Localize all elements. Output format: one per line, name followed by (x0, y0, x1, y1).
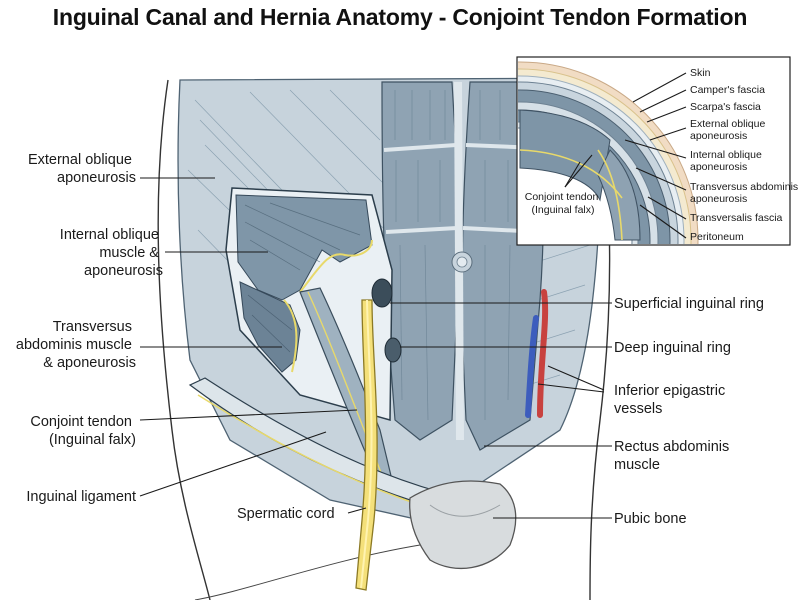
deep-inguinal-ring (384, 337, 402, 363)
label-epigastric: Inferior epigastric vessels (614, 383, 729, 417)
superficial-inguinal-ring (371, 278, 393, 308)
label-pubic-bone: Pubic bone (614, 511, 687, 527)
leader-lines (139, 177, 612, 519)
inset-label-transversalis: Transversalis fascia (690, 212, 783, 224)
label-spermatic-cord: Spermatic cord (237, 506, 335, 522)
pubic-bone (409, 480, 517, 570)
inferior-epigastric-vessels (525, 289, 549, 418)
label-inguinal-ligament: Inguinal ligament (26, 489, 136, 505)
internal-oblique-muscle (235, 194, 373, 301)
inset-label-peritoneum: Peritoneum (690, 231, 744, 243)
inset-cross-section: Skin Camper's fascia Scarpa's fascia Ext… (516, 56, 798, 246)
label-conjoint-tendon: Conjoint tendon (Inguinal falx) (30, 414, 136, 448)
inset-label-skin: Skin (690, 67, 711, 79)
inset-label-scarpas: Scarpa's fascia (690, 101, 761, 113)
label-deep-ring: Deep inguinal ring (614, 340, 731, 356)
transversus-muscle (239, 281, 301, 373)
label-internal-oblique: Internal oblique muscle & aponeurosis (60, 227, 163, 279)
inset-label-conjoint: Conjoint tendon (Inguinal falx) (525, 191, 601, 216)
figure-title: Inguinal Canal and Hernia Anatomy - Conj… (52, 4, 748, 30)
spermatic-cord (355, 299, 378, 591)
label-transversus: Transversus abdominis muscle & aponeuros… (16, 319, 136, 371)
label-superficial-ring: Superficial inguinal ring (614, 296, 764, 312)
inset-label-campers: Camper's fascia (690, 84, 765, 96)
label-rectus: Rectus abdominis muscle (614, 439, 733, 473)
label-external-oblique: External oblique aponeurosis (28, 152, 136, 186)
